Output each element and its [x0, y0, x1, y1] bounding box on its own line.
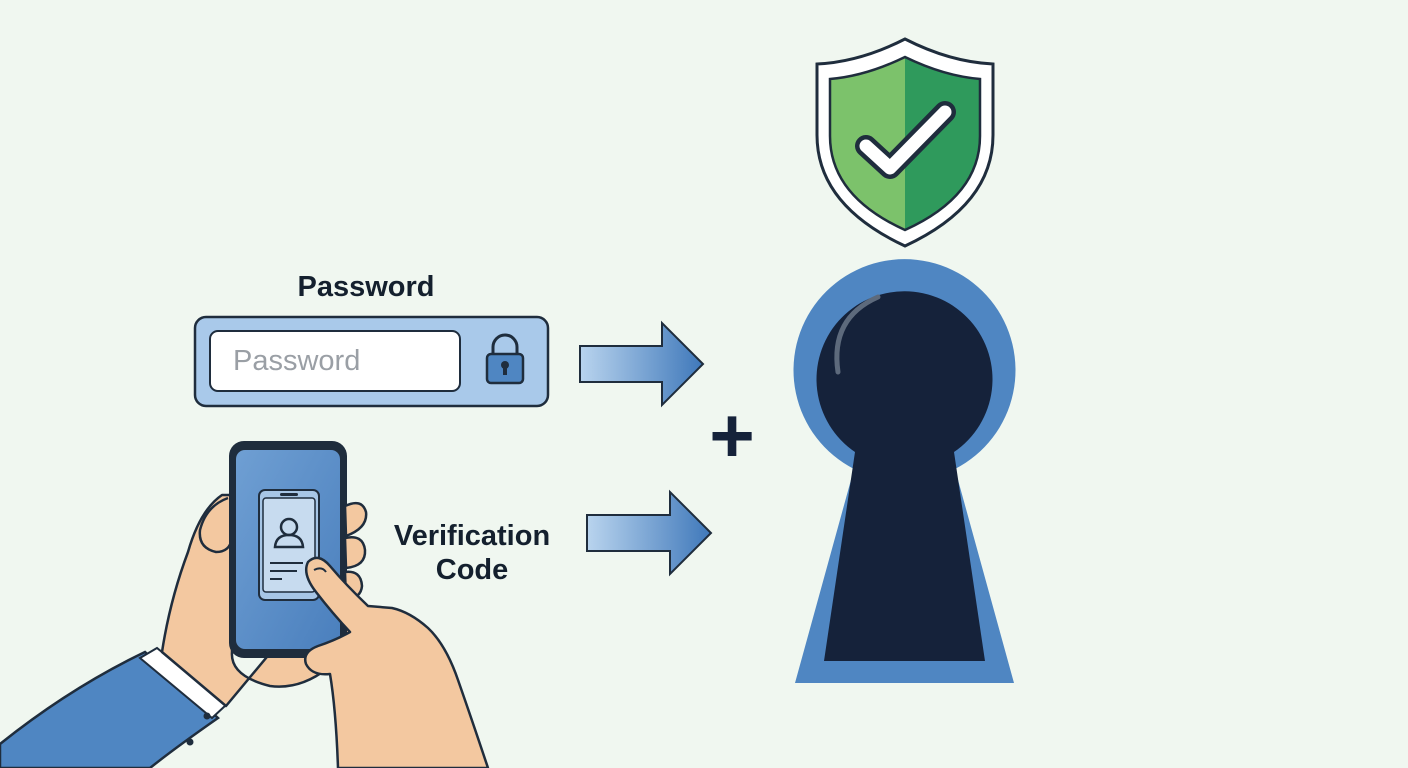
- user-profile-icon: [273, 517, 305, 549]
- smartphone: [229, 441, 347, 658]
- suit-sleeve: [0, 646, 228, 768]
- right-arrow-icon: [586, 489, 713, 577]
- right-hand-pointing: [304, 556, 490, 768]
- verification-label-line2: Code: [436, 554, 509, 586]
- password-input[interactable]: [209, 330, 461, 392]
- plus-sign: +: [709, 391, 755, 479]
- keyhole-icon: [793, 259, 1016, 683]
- left-hand-fingers: [343, 501, 368, 602]
- verification-label-line1: Verification: [394, 520, 550, 552]
- padlock-icon: [485, 333, 525, 385]
- right-arrow-icon: [579, 320, 705, 408]
- shield-check-icon: [815, 37, 995, 248]
- password-title: Password: [298, 271, 435, 303]
